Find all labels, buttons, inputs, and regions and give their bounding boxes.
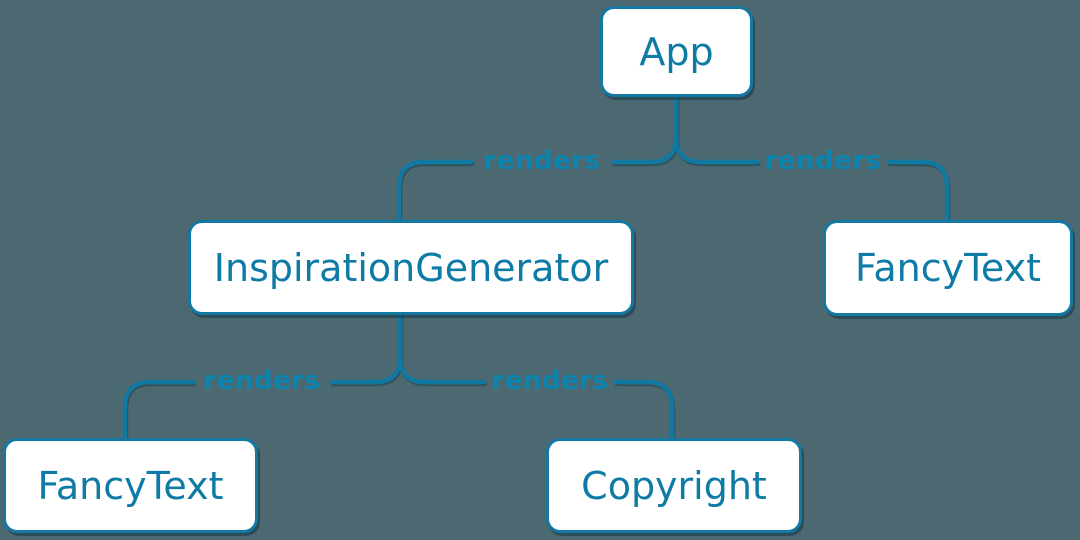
edge-inspirationgenerator-to-fancytext-start (329, 312, 403, 385)
edge-label-inspirationgenerator-fancytext: renders (203, 365, 321, 396)
tree-node-inspiration-generator-label: InspirationGenerator (213, 245, 609, 290)
edge-inspirationgenerator-to-fancytext-end (122, 379, 196, 441)
edge-app-to-fancytext-end (886, 159, 950, 223)
tree-node-inspiration-generator: InspirationGenerator (188, 220, 634, 315)
tree-node-app: App (600, 6, 753, 97)
edge-inspirationgenerator-to-copyright-start (397, 312, 487, 385)
tree-node-fancy-text-top-right-label: FancyText (855, 246, 1041, 290)
edge-label-app-inspirationgenerator: renders (483, 145, 601, 176)
edge-label-inspirationgenerator-copyright: renders (491, 365, 609, 396)
edge-label-app-fancytext: renders (764, 145, 882, 176)
tree-node-copyright: Copyright (546, 438, 802, 533)
tree-node-fancy-text-bottom-left: FancyText (3, 438, 258, 533)
tree-node-app-label: App (639, 29, 714, 74)
edge-app-to-fancytext-start (673, 94, 760, 165)
tree-node-copyright-label: Copyright (581, 463, 767, 508)
edge-app-to-inspirationgenerator-end (396, 159, 474, 223)
edge-app-to-inspirationgenerator-start (610, 94, 679, 165)
tree-node-fancy-text-bottom-left-label: FancyText (37, 463, 224, 508)
edge-inspirationgenerator-to-copyright-end (613, 379, 675, 441)
tree-node-fancy-text-top-right: FancyText (823, 220, 1073, 316)
